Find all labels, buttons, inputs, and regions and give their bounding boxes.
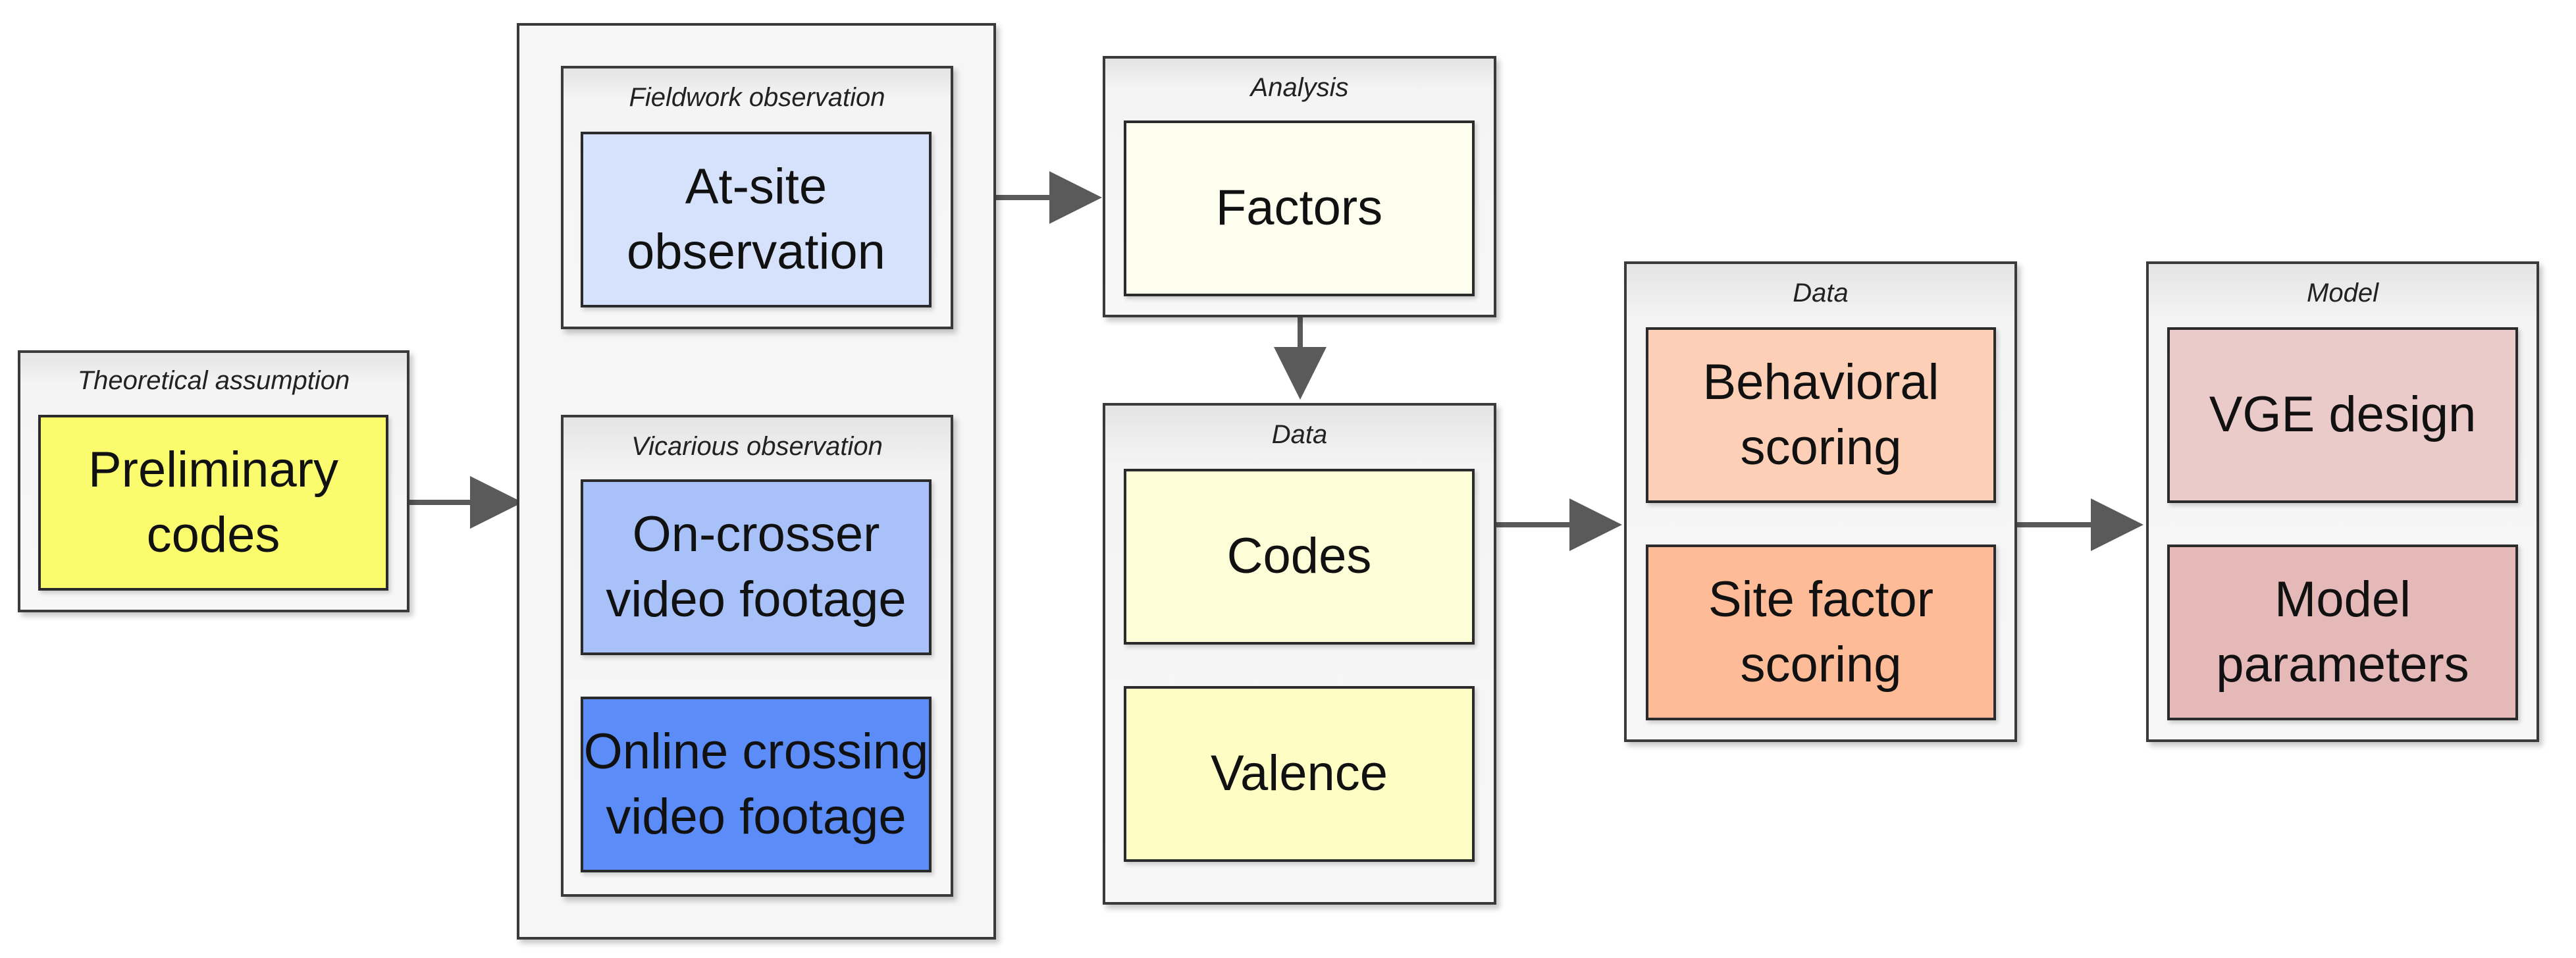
- box-label: Preliminary codes: [88, 441, 339, 563]
- group-label: Data: [1793, 279, 1849, 307]
- group-label: Vicarious observation: [631, 432, 883, 461]
- box-label: Online crossing video footage: [583, 723, 929, 845]
- box-label: At-site observation: [627, 158, 885, 280]
- box-on-crosser-video-footage: On-crosser video footage: [581, 479, 932, 655]
- group-label: Fieldwork observation: [629, 83, 885, 112]
- box-factors: Factors: [1124, 120, 1475, 296]
- box-label: Model parameters: [2216, 571, 2469, 693]
- box-vge-design: VGE design: [2167, 327, 2518, 503]
- box-codes: Codes: [1124, 469, 1475, 645]
- box-online-crossing-video-footage: Online crossing video footage: [581, 697, 932, 872]
- group-label: Analysis: [1250, 73, 1349, 102]
- box-label: Behavioral scoring: [1702, 354, 1939, 475]
- group-label: Data: [1271, 420, 1328, 449]
- box-model-parameters: Model parameters: [2167, 545, 2518, 720]
- box-label: On-crosser video footage: [606, 506, 907, 627]
- box-behavioral-scoring: Behavioral scoring: [1646, 327, 1996, 503]
- box-label: Site factor scoring: [1708, 571, 1934, 693]
- box-valence: Valence: [1124, 686, 1475, 862]
- box-label: Codes: [1226, 528, 1372, 585]
- box-label: Valence: [1210, 745, 1388, 802]
- group-label: Theoretical assumption: [77, 366, 350, 395]
- group-label: Model: [2307, 279, 2379, 307]
- box-preliminary-codes: Preliminary codes: [38, 415, 388, 591]
- box-at-site-observation: At-site observation: [581, 132, 932, 307]
- box-label: VGE design: [2209, 386, 2477, 443]
- box-site-factor-scoring: Site factor scoring: [1646, 545, 1996, 720]
- box-label: Factors: [1215, 180, 1383, 236]
